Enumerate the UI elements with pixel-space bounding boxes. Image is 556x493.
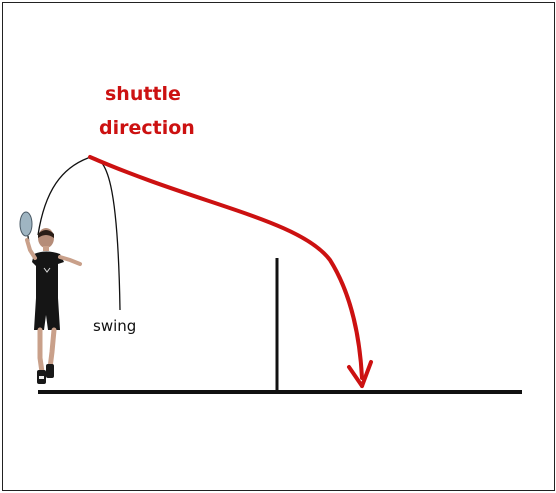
badminton-player-figure bbox=[19, 211, 82, 384]
swing-label: swing bbox=[93, 317, 136, 335]
racket-icon bbox=[19, 211, 33, 237]
shuttle-label-line2: direction bbox=[99, 117, 195, 139]
shuttle-trajectory bbox=[88, 155, 364, 380]
arrowhead-icon bbox=[347, 360, 373, 388]
shuttle-label-line1: shuttle bbox=[105, 83, 181, 105]
